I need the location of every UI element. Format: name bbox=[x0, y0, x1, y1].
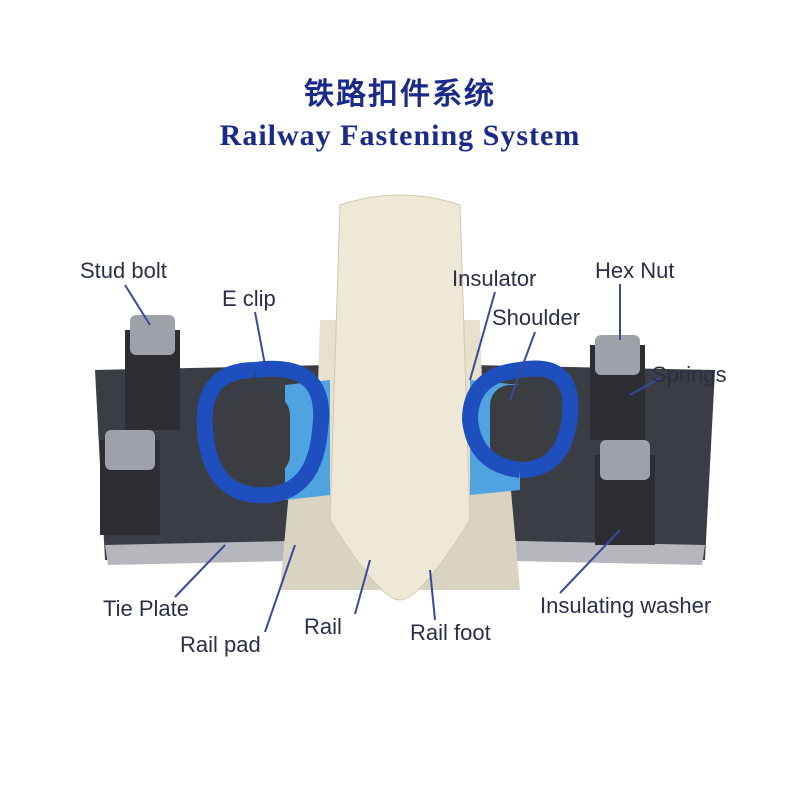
leader-lines bbox=[124, 284, 661, 633]
hex-nut bbox=[600, 440, 650, 480]
e-clip-left bbox=[196, 360, 330, 504]
rail bbox=[329, 194, 471, 601]
label-hex-nut: Hex Nut bbox=[595, 258, 675, 283]
title-chinese: 铁路扣件系统 bbox=[304, 77, 496, 112]
e-clip-right bbox=[461, 360, 579, 478]
title-english: Railway Fastening System bbox=[219, 119, 581, 152]
label-shoulder: Shoulder bbox=[492, 305, 581, 330]
shoulder-right bbox=[490, 385, 545, 465]
label-rail-pad: Rail pad bbox=[180, 632, 261, 657]
label-insulating-washer: Insulating washer bbox=[540, 593, 712, 618]
label-springs: Springs bbox=[652, 362, 727, 387]
tie-plate-right-edge bbox=[470, 540, 705, 565]
shoulder-left bbox=[230, 395, 290, 475]
label-stud-bolt: Stud bolt bbox=[80, 258, 167, 283]
hex-nut bbox=[105, 430, 155, 470]
tie-plate-left-edge bbox=[105, 540, 335, 565]
label-e-clip: E clip bbox=[222, 286, 276, 311]
label-rail-foot: Rail foot bbox=[410, 620, 491, 645]
hex-nut bbox=[130, 315, 175, 355]
label-insulator: Insulator bbox=[452, 266, 537, 291]
label-rail: Rail bbox=[304, 614, 342, 639]
hex-nut bbox=[595, 335, 640, 375]
label-tie-plate: Tie Plate bbox=[103, 596, 190, 621]
stud-bolt-group bbox=[100, 315, 655, 545]
